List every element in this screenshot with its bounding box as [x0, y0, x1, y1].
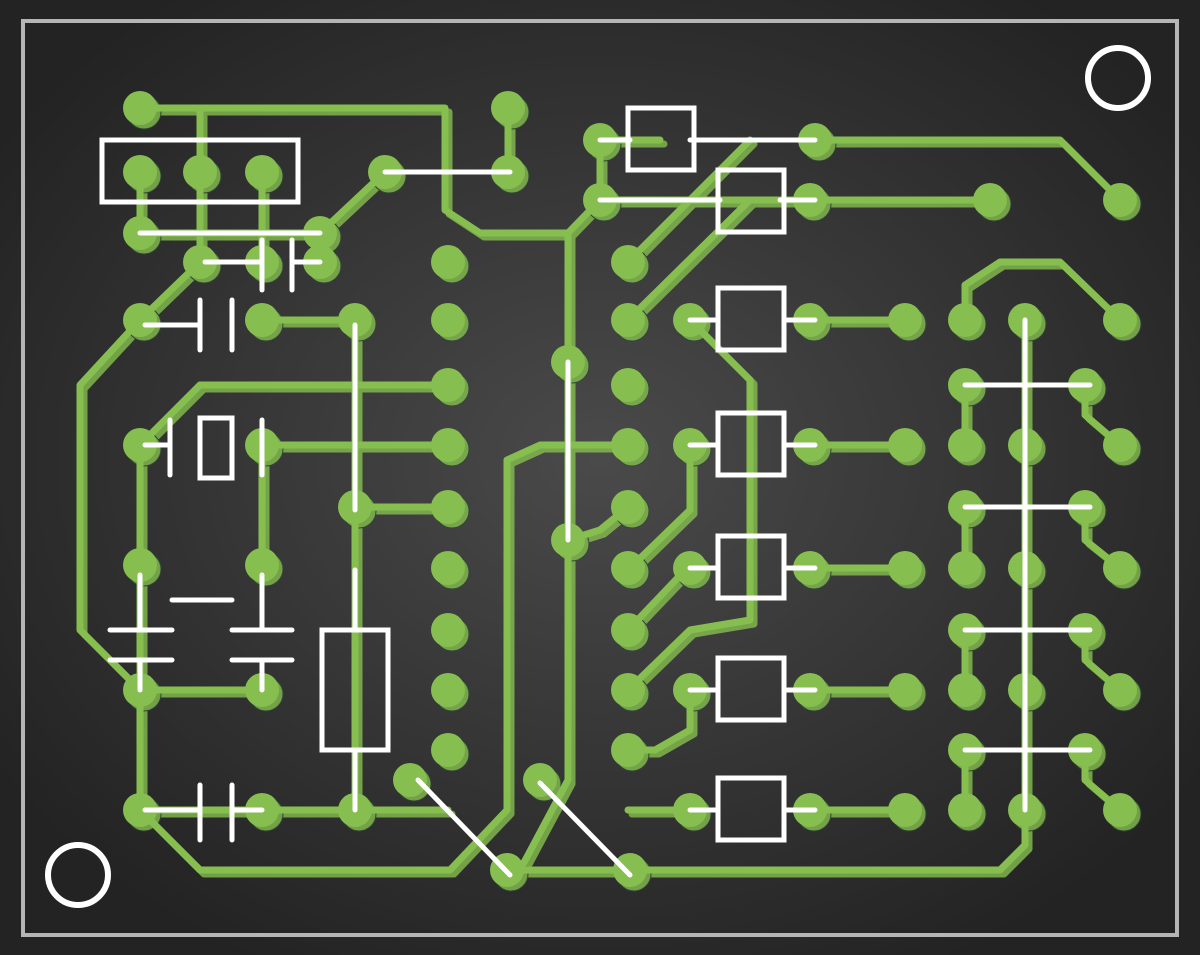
solder-pad: [123, 155, 157, 189]
solder-pad: [123, 428, 157, 462]
solder-pad: [611, 551, 645, 585]
solder-pad: [431, 428, 465, 462]
solder-pad: [611, 490, 645, 524]
solder-pad: [245, 548, 279, 582]
solder-pad: [123, 303, 157, 337]
solder-pad: [431, 245, 465, 279]
solder-pad: [1103, 673, 1137, 707]
mounting-hole-top-right: [1085, 45, 1151, 111]
solder-pad: [611, 245, 645, 279]
solder-pad: [611, 613, 645, 647]
solder-pad: [611, 428, 645, 462]
solder-pad: [431, 613, 465, 647]
solder-pad: [611, 303, 645, 337]
solder-pad: [393, 763, 427, 797]
solder-pad: [1103, 551, 1137, 585]
solder-pad: [888, 428, 922, 462]
solder-pad: [948, 673, 982, 707]
solder-pad: [123, 793, 157, 827]
solder-pad: [613, 853, 647, 887]
solder-pad: [431, 368, 465, 402]
solder-pad: [611, 733, 645, 767]
solder-pad: [431, 490, 465, 524]
resistor-body: [715, 167, 787, 235]
solder-pad: [948, 428, 982, 462]
solder-pad: [948, 551, 982, 585]
solder-pad: [431, 303, 465, 337]
solder-pad: [888, 793, 922, 827]
solder-pad: [888, 303, 922, 337]
header-outline: [99, 137, 301, 205]
solder-pad: [948, 303, 982, 337]
solder-pad: [431, 551, 465, 585]
solder-pad: [245, 303, 279, 337]
solder-pad: [183, 245, 217, 279]
crystal-body: [197, 415, 235, 481]
solder-pad: [491, 91, 525, 125]
solder-pad: [1103, 793, 1137, 827]
solder-pad: [1103, 183, 1137, 217]
solder-pad: [888, 673, 922, 707]
solder-pad: [1103, 303, 1137, 337]
solder-pad: [888, 551, 922, 585]
jumper-wire: [415, 777, 513, 878]
solder-pad: [611, 368, 645, 402]
solder-pad: [123, 548, 157, 582]
solder-pad: [431, 673, 465, 707]
solder-pad: [338, 303, 372, 337]
solder-pad: [123, 91, 157, 125]
jumper-wire: [537, 780, 633, 878]
solder-pad: [973, 183, 1007, 217]
solder-pad: [431, 733, 465, 767]
resistor-body: [625, 105, 697, 173]
solder-pad: [183, 155, 217, 189]
board-border: [21, 19, 1179, 937]
silkscreen-layer: [99, 105, 1093, 878]
solder-pad: [1103, 428, 1137, 462]
solder-pad: [611, 673, 645, 707]
solder-pad: [245, 155, 279, 189]
mounting-hole-bottom-left: [45, 842, 111, 908]
solder-pad: [948, 793, 982, 827]
